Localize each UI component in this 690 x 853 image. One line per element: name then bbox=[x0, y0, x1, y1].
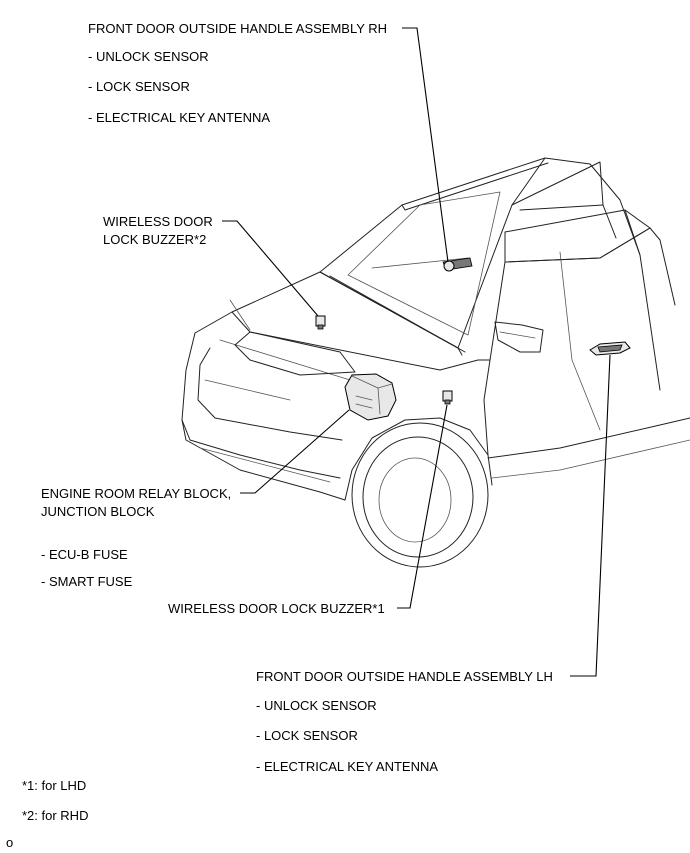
lh-unlock-sensor: - UNLOCK SENSOR bbox=[256, 698, 377, 713]
rh-electrical-key-antenna: - ELECTRICAL KEY ANTENNA bbox=[88, 110, 271, 125]
relay-block-label-line1: ENGINE ROOM RELAY BLOCK, bbox=[41, 486, 232, 501]
rh-lock-sensor: - LOCK SENSOR bbox=[88, 79, 190, 94]
footnote-lhd: *1: for LHD bbox=[22, 778, 87, 793]
lh-handle-title: FRONT DOOR OUTSIDE HANDLE ASSEMBLY LH bbox=[256, 669, 553, 684]
buzzer2-label-line2: LOCK BUZZER*2 bbox=[103, 232, 207, 247]
lh-lock-sensor: - LOCK SENSOR bbox=[256, 728, 358, 743]
ecu-b-fuse-label: - ECU-B FUSE bbox=[41, 547, 128, 562]
figure-code: o bbox=[6, 835, 14, 850]
relay-block-label-line2: JUNCTION BLOCK bbox=[41, 504, 155, 519]
lh-door-handle-part bbox=[589, 341, 631, 356]
leader-lines bbox=[222, 27, 611, 677]
footnote-rhd: *2: for RHD bbox=[22, 808, 89, 823]
buzzer1-part bbox=[442, 390, 453, 405]
rh-unlock-sensor: - UNLOCK SENSOR bbox=[88, 49, 209, 64]
buzzer2-label-line1: WIRELESS DOOR bbox=[103, 214, 213, 229]
buzzer2-part bbox=[315, 315, 326, 330]
vehicle-outline bbox=[181, 157, 690, 568]
lh-electrical-key-antenna: - ELECTRICAL KEY ANTENNA bbox=[256, 759, 439, 774]
relay-block-part bbox=[344, 373, 397, 421]
smart-fuse-label: - SMART FUSE bbox=[41, 574, 133, 589]
rh-door-handle-part bbox=[442, 257, 473, 272]
rh-handle-title: FRONT DOOR OUTSIDE HANDLE ASSEMBLY RH bbox=[88, 21, 388, 36]
buzzer1-label: WIRELESS DOOR LOCK BUZZER*1 bbox=[168, 601, 385, 616]
